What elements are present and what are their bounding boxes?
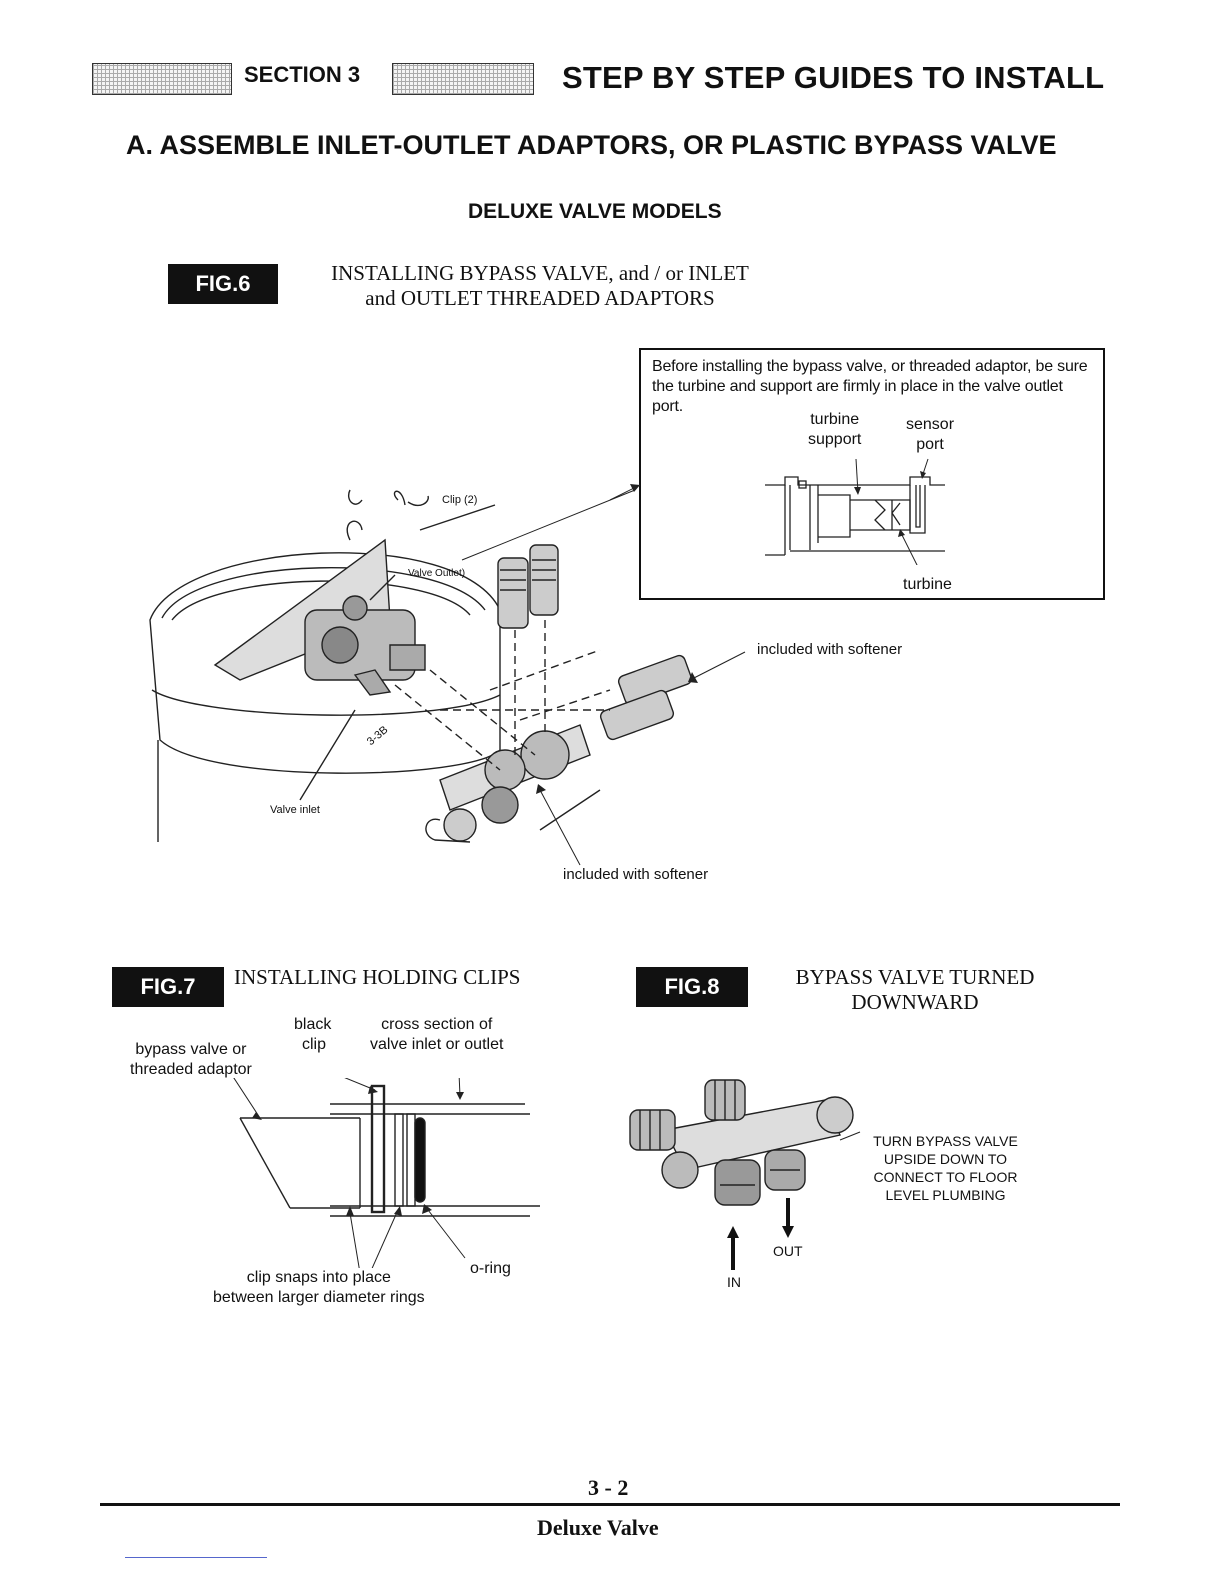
label-o-ring: o-ring <box>470 1260 511 1277</box>
heading-a: A. ASSEMBLE INLET-OUTLET ADAPTORS, OR PL… <box>126 130 1057 160</box>
turbine-callout-box <box>639 348 1105 600</box>
section-label: SECTION 3 <box>244 62 361 87</box>
page-title: STEP BY STEP GUIDES TO INSTALL <box>562 60 1105 95</box>
label-valve-outlet: Valve Outlet) <box>408 568 466 579</box>
label-clip-snaps: clip snaps into place between larger dia… <box>213 1269 425 1306</box>
fig6-title: INSTALLING BYPASS VALVE, and / or INLET … <box>290 261 790 311</box>
footer-rule <box>100 1503 1120 1506</box>
label-cross-section: cross section of valve inlet or outlet <box>370 1016 504 1053</box>
turbine-cross-section-drawing <box>765 458 945 565</box>
fig6-title-line1: INSTALLING BYPASS VALVE, and / or INLET <box>331 261 749 285</box>
label-turbine-support: turbine support <box>808 411 862 448</box>
label-in: IN <box>727 1274 741 1290</box>
label-out: OUT <box>773 1243 803 1259</box>
label-sensor-port: sensor port <box>906 416 955 453</box>
section-hatch-right <box>392 63 534 95</box>
softener-valve-illustration <box>149 484 746 866</box>
page-number: 3 - 2 <box>588 1475 629 1500</box>
subheading-models: DELUXE VALVE MODELS <box>468 200 722 223</box>
bypass-valve-downward-illustration <box>629 1079 861 1270</box>
label-included-2: included with softener <box>563 866 709 883</box>
label-included-1: included with softener <box>757 641 903 658</box>
label-black-clip: black clip <box>294 1016 332 1053</box>
label-bypass-adaptor: bypass valve or threaded adaptor <box>130 1041 252 1078</box>
label-clip: Clip (2) <box>442 494 478 506</box>
fig8-badge: FIG.8 <box>636 967 748 1007</box>
fig7-badge: FIG.7 <box>112 967 224 1007</box>
label-valve-inlet: Valve inlet <box>270 804 320 816</box>
section-hatch-left <box>92 63 232 95</box>
fig8-note: TURN BYPASS VALVE UPSIDE DOWN TO CONNECT… <box>873 1133 1018 1203</box>
turbine-callout-text: Before installing the bypass valve, or t… <box>652 358 1088 415</box>
label-turbine: turbine <box>903 576 952 593</box>
footer-doc-title: Deluxe Valve <box>537 1515 659 1540</box>
fig6-title-line2: and OUTLET THREADED ADAPTORS <box>365 286 715 310</box>
footer-underline-mark <box>125 1557 267 1558</box>
fig8-title: BYPASS VALVE TURNED DOWNWARD <box>795 965 1035 1014</box>
fig6-badge: FIG.6 <box>168 264 278 304</box>
holding-clip-cross-section <box>233 1078 540 1268</box>
fig7-title: INSTALLING HOLDING CLIPS <box>234 965 521 989</box>
